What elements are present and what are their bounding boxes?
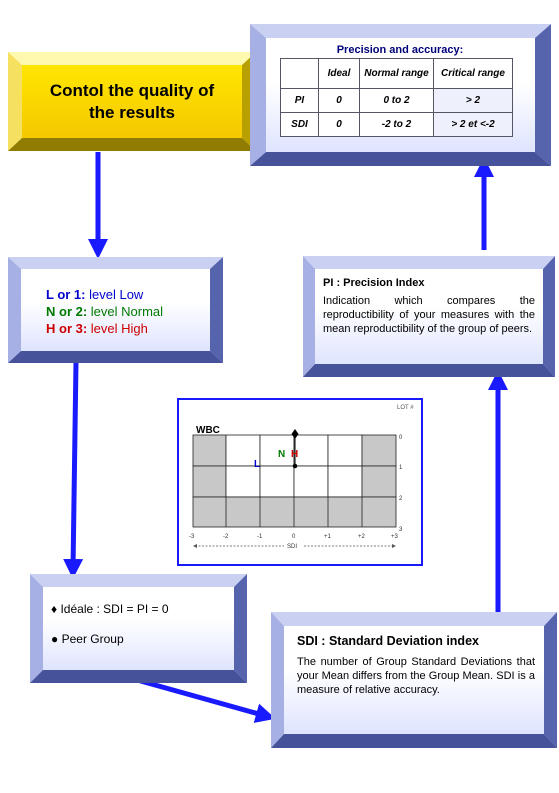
ideal-text: Idéale : SDI = PI = 0 [60,602,169,616]
x-tick: +2 [358,534,366,540]
peer-text: Peer Group [61,632,124,646]
x-axis-label: SDI [287,544,297,550]
diamond-marker-icon [291,429,299,439]
wbc-chart-panel: LOT # WBC 0 1 2 3 [177,398,423,566]
sdi-box: SDI : Standard Deviation index The numbe… [271,612,557,748]
table-cell: -2 to 2 [359,112,434,137]
table-cell: SDI [280,112,319,137]
wbc-title: WBC [196,425,220,436]
pi-frame-bevel [303,256,555,377]
table-header-row: Ideal Normal range Critical range [280,58,513,89]
table-header-cell: Critical range [433,58,513,89]
level-normal-value: level Normal [90,304,164,319]
ideal-line: ♦ Idéale : SDI = PI = 0 [51,602,234,616]
table-header-cell: Ideal [318,58,360,89]
wbc-grid [192,434,397,528]
precision-title: Precision and accuracy: [336,44,464,56]
level-low: L or 1: level Low [46,286,210,303]
peer-line: ● Peer Group [51,632,234,646]
x-tick: +3 [391,534,399,540]
x-tick: +1 [324,534,332,540]
precision-frame-bevel [250,24,551,166]
grid-cell-shaded [192,434,227,467]
levels-frame-bevel [8,257,223,363]
sdi-content: SDI : Standard Deviation index The numbe… [284,626,544,734]
levels-box: L or 1: level Low N or 2: level Normal H… [8,257,223,363]
precision-content: Precision and accuracy: Ideal Normal ran… [266,38,535,152]
grid-cell [259,465,295,498]
x-tick: -2 [223,534,229,540]
table-cell: 0 to 2 [359,88,434,113]
bullet-dot-icon: ● [51,632,59,646]
marker-h: H [291,449,298,460]
grid-cell-shaded [192,496,397,528]
table-cell: 0 [318,112,360,137]
ideal-frame-bevel [30,574,247,683]
control-title: Contol the quality of the results [22,65,242,138]
marker-n: N [278,449,285,460]
grid-cell-shaded [361,434,397,467]
grid-cell [225,465,261,498]
marker-l: L [254,459,260,470]
sdi-text: The number of Group Standard Deviations … [297,656,535,696]
ideal-content: ♦ Idéale : SDI = PI = 0 ● Peer Group [43,587,234,670]
x-tick: 0 [292,534,296,540]
table-row: SDI 0 -2 to 2 > 2 et <-2 [280,112,513,137]
table-cell: 0 [318,88,360,113]
sdi-frame-bevel [271,612,557,748]
grid-cell [327,434,363,467]
ideal-box: ♦ Idéale : SDI = PI = 0 ● Peer Group [30,574,247,683]
grid-cell [327,465,363,498]
grid-cell [259,434,295,467]
level-low-value: level Low [89,287,144,302]
level-high-value: level High [90,321,148,336]
sdi-title: SDI : Standard Deviation index [297,634,479,648]
peer-dot-marker [292,463,298,469]
arrow-levels-to-ideal [63,361,84,579]
y-tick: 1 [399,465,403,471]
pi-text: Indication which compares the reproducti… [323,295,535,335]
x-axis-arrow-left-head [193,544,197,548]
diamond-icon: ♦ [51,602,58,616]
precision-box: Precision and accuracy: Ideal Normal ran… [250,24,551,166]
levels-content: L or 1: level Low N or 2: level Normal H… [21,269,210,351]
pi-title: PI : Precision Index [323,277,425,289]
x-tick: -1 [257,534,263,540]
table-cell: PI [280,88,319,113]
grid-cell [293,465,329,498]
y-tick: 0 [399,435,403,441]
level-high-key: H or 3: [46,321,88,336]
pi-box: PI : Precision Index Indication which co… [303,256,555,377]
y-tick: 3 [399,527,403,533]
table-row: PI 0 0 to 2 > 2 [280,88,513,113]
level-normal-key: N or 2: [46,304,88,319]
arrow-ideal-to-sdi [129,675,276,723]
precision-table: Ideal Normal range Critical range PI 0 0… [280,58,513,137]
control-quality-box: Contol the quality of the results [8,52,256,151]
table-header-cell: Normal range [359,58,434,89]
level-high: H or 3: level High [46,320,210,337]
y-tick: 2 [399,496,403,502]
pi-content: PI : Precision Index Indication which co… [315,269,543,364]
grid-cell [293,434,329,467]
table-header-cell [280,58,319,89]
wbc-chart: LOT # WBC 0 1 2 3 [189,405,414,550]
table-cell: > 2 et <-2 [433,112,513,137]
level-low-key: L or 1: [46,287,86,302]
table-cell: > 2 [433,88,513,113]
level-normal: N or 2: level Normal [46,303,210,320]
grid-cell-shaded [192,465,227,498]
x-axis-arrow-right-head [392,544,396,548]
x-tick: -3 [189,534,195,540]
grid-cell-shaded [361,465,397,498]
lot-label: LOT # [397,405,414,411]
